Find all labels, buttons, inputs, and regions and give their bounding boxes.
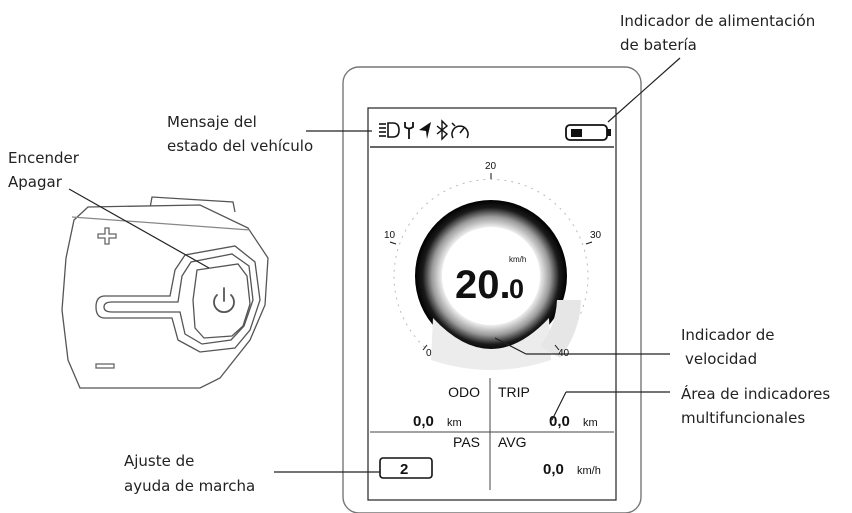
odo-value: 0,0 [413,413,434,430]
speed-gauge: 0 10 20 30 40 [384,161,602,370]
gauge-bottom-segment [431,318,551,370]
assist-callout-line2: ayuda de marcha [124,477,255,495]
wrench-icon [404,122,414,139]
avg-value: 0,0 [543,461,564,478]
headlight-icon [379,122,400,138]
battery-callout-line2: de batería [620,36,697,54]
power-icon[interactable] [213,287,235,314]
navigation-icon [419,122,431,139]
plus-icon[interactable] [97,227,117,245]
status-callout-line1: Mensaje del [167,113,257,131]
controller [61,196,269,389]
multi-callout-line1: Área de indicadores [681,384,830,403]
trip-value: 0,0 [549,413,570,430]
tick-label-10: 10 [384,230,396,241]
battery-callout-line1: Indicador de alimentación [620,12,815,30]
speed-unit: km/h [509,255,526,264]
speed-callout-line1: Indicador de [681,326,774,344]
odo-label: ODO [448,384,480,400]
assist-callout-line1: Ajuste de [124,452,194,470]
gauge-right-segment [540,300,581,358]
bluetooth-icon [436,119,449,141]
odo-unit: km [447,417,462,429]
trip-label: TRIP [498,384,530,400]
avg-unit: km/h [577,465,601,477]
trip-unit: km [583,417,598,429]
multi-callout-line2: multifuncionales [681,409,805,427]
info-grid [370,378,614,490]
pas-label: PAS [453,434,480,450]
tick-label-0: 0 [426,348,432,359]
minus-icon[interactable] [95,363,115,369]
tick-label-30: 30 [590,230,602,241]
status-callout-line2: estado del vehículo [167,137,313,155]
power-callout-line2: Apagar [8,173,63,191]
callout-lines [68,57,681,473]
speed-callout-line2: velocidad [685,350,757,368]
speed-value: 20. [455,263,511,307]
speed-decimal: 0 [509,274,524,304]
power-callout-line1: Encender [8,149,80,167]
battery-icon [565,124,611,141]
avg-label: AVG [498,434,527,450]
tick-label-20: 20 [485,161,497,172]
gauge-outer-track [393,178,589,348]
pas-box [379,457,433,479]
pas-value: 2 [400,461,408,478]
gauge-inner [442,227,540,325]
speedometer-icon [451,122,469,139]
